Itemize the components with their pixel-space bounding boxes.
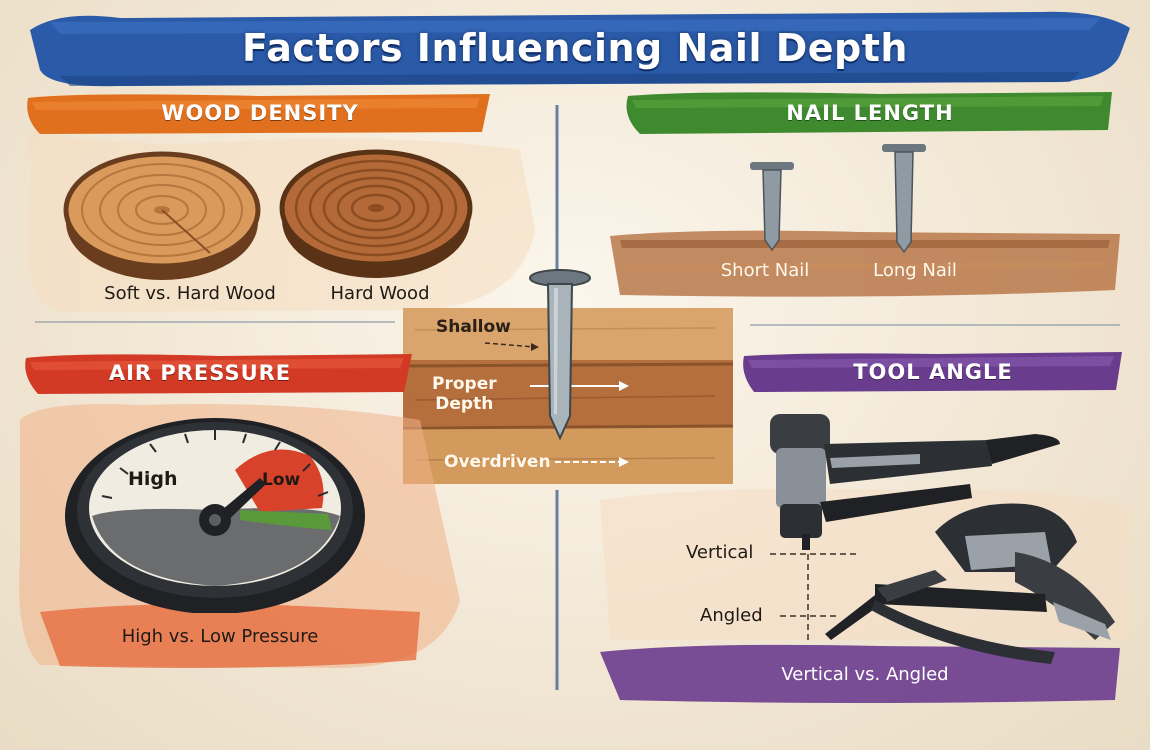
- air-pressure-heading: AIR PRESSURE: [108, 361, 292, 385]
- proper-depth-line1: Proper: [432, 374, 497, 394]
- gauge-high-label: High: [128, 468, 178, 490]
- long-nail-label: Long Nail: [873, 260, 957, 281]
- tool-angle-banner: [743, 352, 1122, 392]
- tool-angle-heading: TOOL ANGLE: [853, 360, 1013, 384]
- hard-wood-label: Hard Wood: [330, 283, 430, 304]
- pressure-gauge-icon: [65, 418, 365, 613]
- shallow-label: Shallow: [436, 317, 511, 337]
- angled-label: Angled: [700, 605, 763, 626]
- vertical-label: Vertical: [686, 542, 754, 563]
- nail-length-banner: [626, 92, 1112, 134]
- vertical-nail-gun-icon: [770, 414, 1060, 550]
- wood-density-banner: [27, 94, 490, 134]
- gauge-low-label: Low: [262, 470, 301, 490]
- nail-length-heading: NAIL LENGTH: [786, 101, 954, 125]
- angled-nail-gun-icon: [825, 503, 1115, 664]
- long-nail-icon: [882, 144, 926, 254]
- proper-depth-line2: Depth: [435, 394, 494, 414]
- overdriven-label: Overdriven: [444, 452, 551, 472]
- center-nail-icon: [529, 269, 591, 441]
- soft-wood-slice-icon: [63, 151, 261, 280]
- title-banner: [30, 11, 1130, 87]
- page-title: Factors Influencing Nail Depth: [242, 26, 908, 70]
- pressure-caption: High vs. Low Pressure: [121, 626, 319, 647]
- tool-angle-caption: Vertical vs. Angled: [781, 664, 949, 685]
- nail-length-scene: [610, 144, 1120, 297]
- wood-density-heading: WOOD DENSITY: [161, 101, 359, 125]
- proper-depth-label: Proper Depth: [432, 374, 497, 414]
- hard-wood-slice-icon: [279, 149, 473, 278]
- air-pressure-banner: [25, 354, 412, 394]
- soft-wood-label: Soft vs. Hard Wood: [104, 283, 276, 304]
- short-nail-icon: [750, 162, 794, 252]
- short-nail-label: Short Nail: [720, 260, 810, 281]
